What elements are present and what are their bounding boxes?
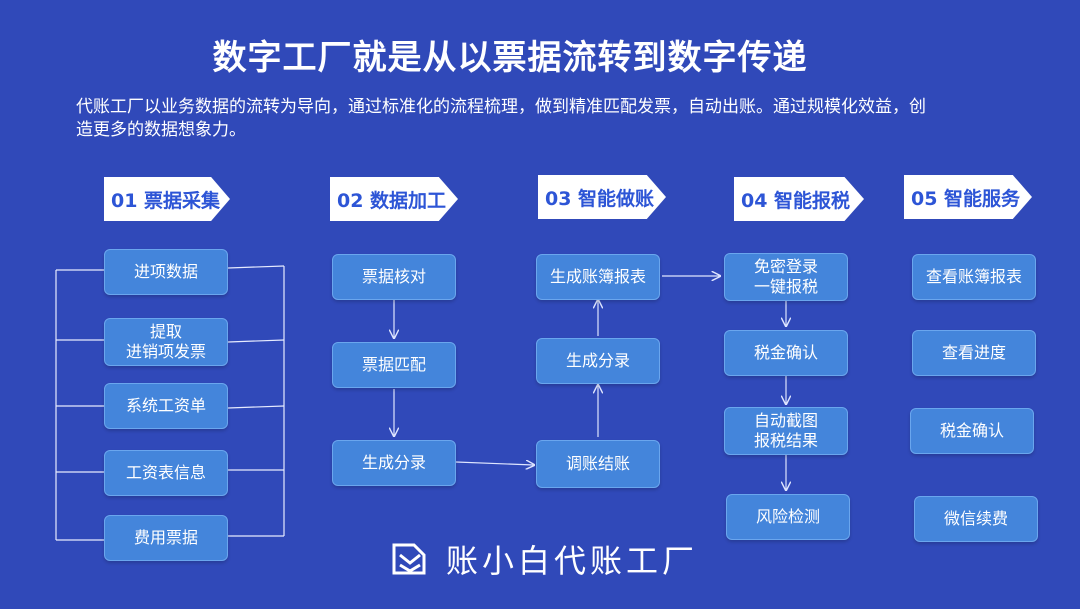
box-label: 税金确认 bbox=[753, 343, 818, 362]
stage-header-4: 04 智能报税 bbox=[734, 177, 864, 221]
box-label: 调账结账 bbox=[565, 454, 630, 473]
box-tax-confirm-2: 税金确认 bbox=[910, 408, 1034, 454]
page-title: 数字工厂就是从以票据流转到数字传递 bbox=[212, 38, 808, 78]
box-label: 进项数据 bbox=[133, 262, 198, 281]
box-view-books: 查看账簿报表 bbox=[912, 254, 1036, 300]
stage-header-1: 01 票据采集 bbox=[104, 177, 230, 221]
box-generate-entry-2: 生成分录 bbox=[536, 338, 660, 384]
box-wechat-renew: 微信续费 bbox=[914, 496, 1038, 542]
box-risk-check: 风险检测 bbox=[726, 494, 850, 540]
box-view-progress: 查看进度 bbox=[912, 330, 1036, 376]
box-label: 生成分录 bbox=[565, 351, 630, 370]
box-label: 查看账簿报表 bbox=[925, 267, 1022, 286]
box-extract-invoices: 提取 进销项发票 bbox=[104, 318, 228, 366]
box-system-payroll: 系统工资单 bbox=[104, 383, 228, 429]
box-label: 风险检测 bbox=[755, 507, 820, 526]
box-payroll-info: 工资表信息 bbox=[104, 450, 228, 496]
bracket-right-2 bbox=[227, 339, 285, 343]
box-label: 税金确认 bbox=[939, 421, 1004, 440]
box-adjust-close: 调账结账 bbox=[536, 440, 660, 488]
box-label: 自动截图 报税结果 bbox=[753, 411, 818, 450]
box-label: 提取 进销项发票 bbox=[125, 322, 206, 361]
box-label: 工资表信息 bbox=[125, 463, 206, 482]
box-tax-confirm-1: 税金确认 bbox=[724, 330, 848, 376]
brand: 账小白代账工厂 bbox=[390, 536, 698, 582]
box-expense-bills: 费用票据 bbox=[104, 515, 228, 561]
box-label: 生成分录 bbox=[361, 453, 426, 472]
box-label: 费用票据 bbox=[133, 528, 198, 547]
arrow-entry-to-close bbox=[455, 462, 534, 465]
logo-icon bbox=[392, 543, 426, 575]
box-screenshot-result: 自动截图 报税结果 bbox=[724, 407, 848, 455]
box-bill-verify: 票据核对 bbox=[332, 254, 456, 300]
stage-header-3: 03 智能做账 bbox=[538, 175, 666, 219]
box-login-file: 免密登录 一键报税 bbox=[724, 253, 848, 301]
stage1-bracket bbox=[55, 265, 285, 541]
box-generate-books: 生成账簿报表 bbox=[536, 254, 660, 300]
box-bill-match: 票据匹配 bbox=[332, 342, 456, 388]
brand-name: 账小白代账工厂 bbox=[446, 542, 699, 580]
box-label: 查看进度 bbox=[941, 343, 1006, 362]
box-input-data: 进项数据 bbox=[104, 249, 228, 295]
stage-header-2: 02 数据加工 bbox=[330, 177, 458, 221]
box-label: 微信续费 bbox=[943, 509, 1008, 528]
box-label: 生成账簿报表 bbox=[549, 267, 646, 286]
box-generate-entry-1: 生成分录 bbox=[332, 440, 456, 486]
box-label: 免密登录 一键报税 bbox=[753, 257, 818, 296]
box-label: 票据匹配 bbox=[361, 355, 426, 374]
stage-header-5: 05 智能服务 bbox=[904, 175, 1032, 219]
bracket-right-3 bbox=[227, 405, 285, 409]
box-label: 系统工资单 bbox=[125, 396, 206, 415]
box-label: 票据核对 bbox=[361, 267, 426, 286]
bracket-right-1 bbox=[227, 265, 285, 269]
intro-text: 代账工厂以业务数据的流转为导向，通过标准化的流程梳理，做到精准匹配发票，自动出账… bbox=[76, 97, 926, 140]
